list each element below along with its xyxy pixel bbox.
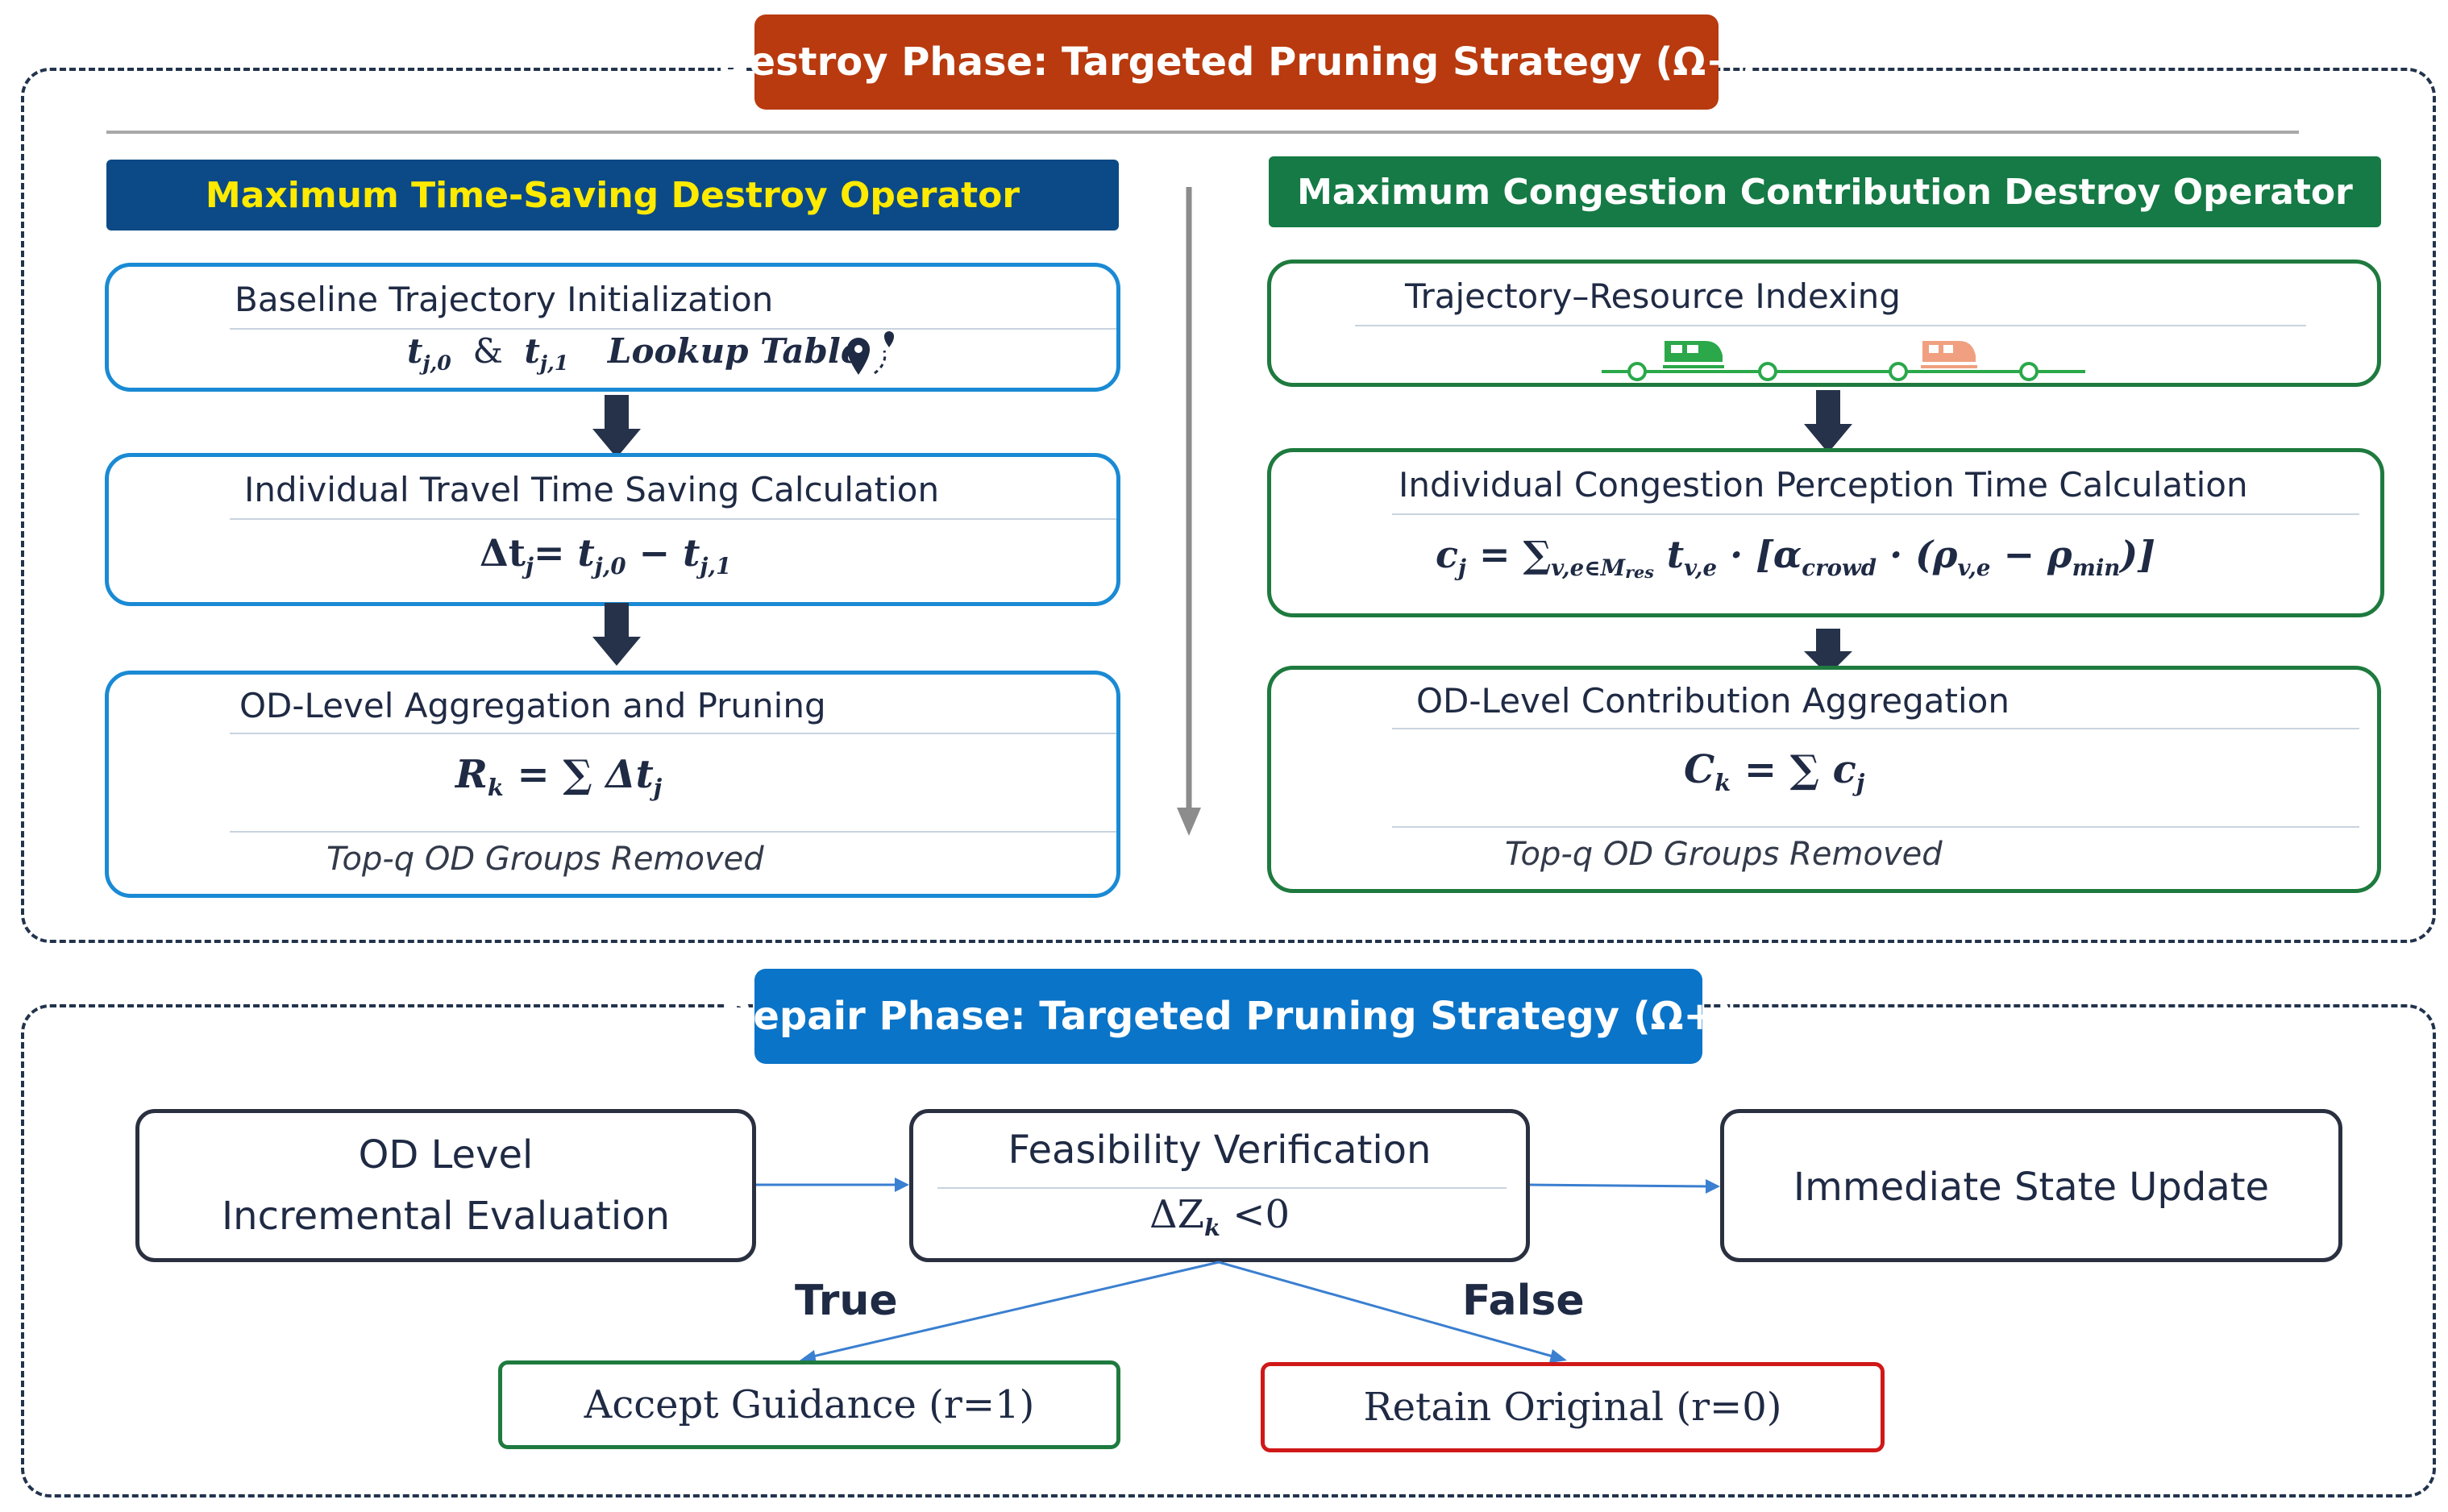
travel-time-saving-title: Individual Travel Time Saving Calculatio… xyxy=(244,470,940,509)
orange-train-icon xyxy=(1921,341,1977,368)
od-aggregation-pruning-box: OD-Level Aggregation and Pruning Rk = ∑ … xyxy=(105,671,1120,898)
step-rule xyxy=(230,328,1116,330)
congestion-perception-formula: cj = ∑v,e∈Mres tv,e · [αcrowd · (ρv,e − … xyxy=(1436,533,2155,583)
step-rule xyxy=(230,831,1116,833)
top-q-removed-note: Top-q OD Groups Removed xyxy=(326,841,764,878)
od-aggregation-formula: Rk = ∑ Δtj xyxy=(455,752,663,802)
od-aggregation-pruning-title: OD-Level Aggregation and Pruning xyxy=(239,686,826,725)
immediate-state-update-label: Immediate State Update xyxy=(1793,1165,2270,1210)
congestion-perception-title: Individual Congestion Perception Time Ca… xyxy=(1399,465,2248,505)
location-pin-icon xyxy=(847,331,894,375)
immediate-state-update-box: Immediate State Update xyxy=(1720,1109,2342,1262)
congestion-perception-box: Individual Congestion Perception Time Ca… xyxy=(1267,448,2384,617)
delta-z-formula: ΔZk <0 xyxy=(1149,1192,1290,1242)
central-down-arrow xyxy=(1177,187,1201,836)
left-operator-header: Maximum Time-Saving Destroy Operator xyxy=(106,160,1119,231)
left-arrow-1 xyxy=(592,395,641,458)
false-branch-label: False xyxy=(1462,1277,1585,1325)
incremental-evaluation-label: Incremental Evaluation xyxy=(222,1194,670,1239)
green-train-icon xyxy=(1663,341,1724,368)
trajectory-resource-indexing-box: Trajectory–Resource Indexing xyxy=(1267,260,2381,387)
contribution-aggregation-title: OD-Level Contribution Aggregation xyxy=(1416,681,2010,721)
step-rule xyxy=(1355,325,2306,326)
top-q-removed-note: Top-q OD Groups Removed xyxy=(1505,836,1943,873)
step-rule xyxy=(1392,513,2359,515)
od-level-label: OD Level xyxy=(358,1132,534,1178)
retain-original-box: Retain Original (r=0) xyxy=(1261,1362,1885,1452)
baseline-trajectory-box: Baseline Trajectory Initialization tj,0 … xyxy=(105,263,1120,392)
destroy-divider-line xyxy=(106,131,2299,134)
right-arrow-2 xyxy=(1804,629,1852,675)
true-branch-label: True xyxy=(795,1277,898,1325)
step-rule xyxy=(230,518,1116,520)
accept-guidance-box: Accept Guidance (r=1) xyxy=(498,1360,1120,1449)
left-arrow-2 xyxy=(592,603,641,666)
step-rule xyxy=(937,1187,1507,1189)
baseline-formula: tj,0 & tj,1 Lookup Table xyxy=(407,331,862,375)
destroy-phase-title: Destroy Phase: Targeted Pruning Strategy… xyxy=(717,15,1756,110)
feasibility-verification-title: Feasibility Verification xyxy=(1008,1128,1432,1173)
step-rule xyxy=(230,733,1116,734)
od-incremental-evaluation-box: OD Level Incremental Evaluation xyxy=(135,1109,756,1262)
travel-time-saving-box: Individual Travel Time Saving Calculatio… xyxy=(105,453,1120,606)
contribution-aggregation-box: OD-Level Contribution Aggregation Ck = ∑… xyxy=(1267,666,2381,893)
step-rule xyxy=(1392,728,2359,729)
baseline-trajectory-title: Baseline Trajectory Initialization xyxy=(235,280,774,319)
step-rule xyxy=(1392,826,2359,828)
contribution-aggregation-formula: Ck = ∑ cj xyxy=(1684,747,1865,797)
feasibility-verification-box: Feasibility Verification ΔZk <0 xyxy=(909,1109,1530,1262)
right-arrow-1 xyxy=(1804,390,1852,453)
trajectory-resource-indexing-title: Trajectory–Resource Indexing xyxy=(1405,276,1901,316)
repair-phase-title: Repair Phase: Targeted Pruning Strategy … xyxy=(723,969,1734,1064)
right-operator-header: Maximum Congestion Contribution Destroy … xyxy=(1269,156,2381,227)
train-track-icon xyxy=(1602,341,2085,381)
travel-time-saving-formula: Δtj= tj,0 − tj,1 xyxy=(480,531,732,579)
